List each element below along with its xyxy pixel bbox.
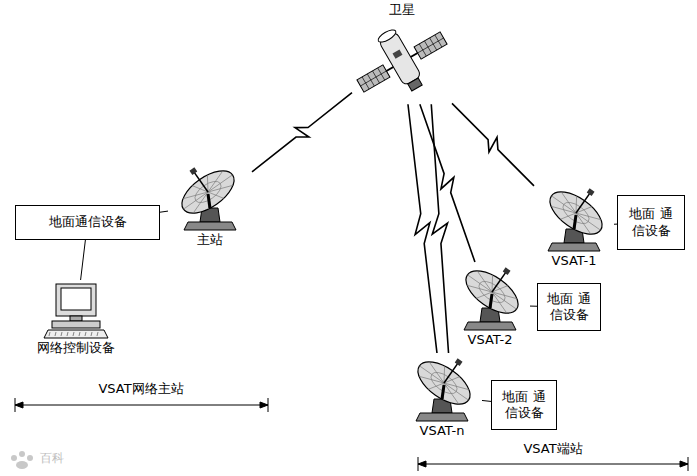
dimension-bracket bbox=[418, 457, 688, 471]
equipment-box: 地面通信设备 bbox=[15, 205, 160, 240]
box-label: 地面 通信设备 bbox=[543, 291, 595, 324]
vsat-terminal: VSAT-2 bbox=[450, 262, 530, 348]
cable-line bbox=[530, 306, 537, 307]
cable-line bbox=[160, 211, 168, 212]
station-label: VSAT-n bbox=[418, 423, 467, 439]
hub-station: 主站 bbox=[168, 162, 252, 248]
station-label: VSAT-1 bbox=[550, 253, 599, 269]
radio-link bbox=[252, 93, 352, 172]
vsat-terminal: VSAT-n bbox=[402, 353, 482, 439]
watermark: 百科 bbox=[38, 450, 66, 467]
bracket-label: VSAT网络主站 bbox=[96, 380, 185, 398]
equipment-box: 地面 通信设备 bbox=[491, 380, 557, 430]
box-label: 地面 通信设备 bbox=[497, 389, 551, 422]
radio-link bbox=[431, 104, 448, 353]
dish-antenna bbox=[450, 262, 530, 332]
satellite: 卫星 bbox=[352, 2, 452, 104]
radio-link bbox=[420, 104, 475, 262]
dish-antenna bbox=[402, 353, 482, 423]
watermark-logo bbox=[11, 451, 33, 469]
computer-icon bbox=[28, 280, 124, 340]
box-label: 地面 通信设备 bbox=[623, 206, 679, 239]
equipment-box: 地面 通信设备 bbox=[537, 283, 601, 331]
network-control: 网络控制设备 bbox=[28, 280, 124, 356]
cable-line bbox=[81, 240, 86, 280]
box-label: 地面通信设备 bbox=[49, 214, 127, 230]
satellite-icon bbox=[352, 18, 452, 104]
dish-antenna bbox=[534, 183, 614, 253]
station-label: 网络控制设备 bbox=[35, 340, 117, 356]
equipment-box: 地面 通信设备 bbox=[617, 195, 685, 250]
cable-line bbox=[482, 400, 491, 402]
dimension-bracket bbox=[15, 398, 268, 412]
station-label: VSAT-2 bbox=[466, 332, 515, 348]
station-label: 主站 bbox=[195, 232, 225, 248]
radio-link bbox=[452, 103, 534, 185]
vsat-terminal: VSAT-1 bbox=[534, 183, 614, 269]
station-label: 卫星 bbox=[387, 2, 417, 18]
dish-antenna bbox=[170, 162, 250, 232]
radio-link bbox=[408, 104, 437, 353]
bracket-label: VSAT端站 bbox=[521, 440, 584, 458]
